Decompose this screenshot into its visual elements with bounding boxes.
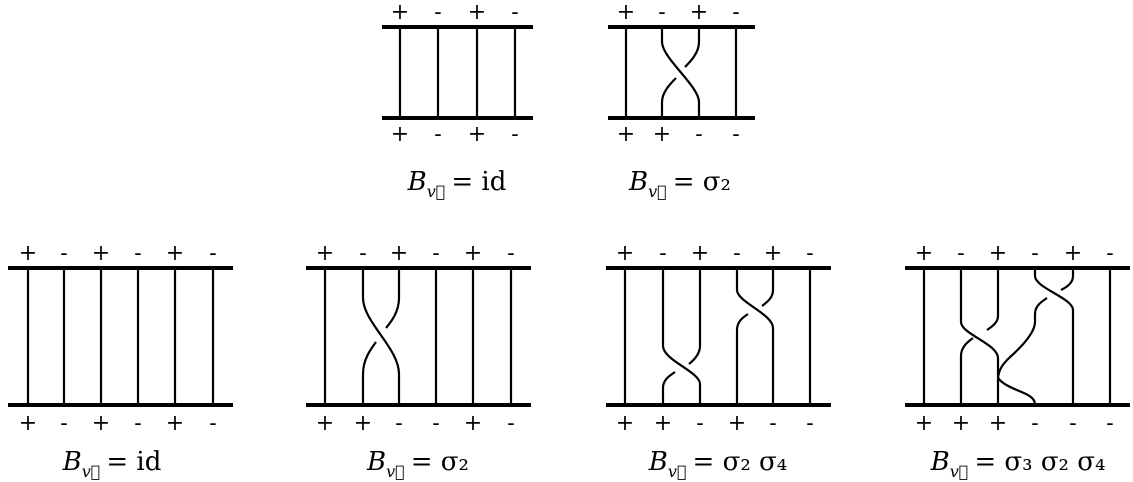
braid-strand-under — [1060, 268, 1075, 291]
braid-diagram-3: + - + - + - + - + - + - Bv⃗= id — [8, 241, 233, 481]
braid-strand-under — [959, 337, 974, 405]
bottom-sign: + — [654, 411, 672, 436]
top-sign: - — [806, 241, 813, 266]
top-sign: + — [92, 241, 110, 266]
top-sign: - — [507, 241, 514, 266]
braid-strand-over — [361, 268, 401, 405]
top-sign: - — [359, 241, 366, 266]
bottom-sign: + — [19, 411, 37, 436]
diagram-caption: Bv⃗= σ₂ — [366, 447, 469, 481]
bottom-sign: - — [432, 411, 439, 436]
braid-strand-over — [661, 268, 702, 405]
top-sign: + — [617, 0, 635, 25]
bottom-sign: - — [60, 411, 67, 436]
bottom-sign: - — [1106, 411, 1113, 436]
braid-strand-under — [684, 27, 701, 68]
top-sign: - — [434, 0, 441, 25]
top-sign: + — [166, 241, 184, 266]
top-sign: + — [316, 241, 334, 266]
bottom-sign: - — [1069, 411, 1076, 436]
diagram-caption: Bv⃗= σ₃ σ₂ σ₄ — [930, 447, 1106, 481]
top-sign: - — [60, 241, 67, 266]
braid-strand-over — [1033, 268, 1075, 405]
braid-strand-over — [959, 268, 1000, 378]
braid-strand-under — [986, 268, 1000, 331]
braid-strand-over — [996, 357, 1010, 405]
bottom-sign: - — [134, 411, 141, 436]
top-sign: + — [764, 241, 782, 266]
bottom-sign: + — [653, 122, 671, 147]
top-sign: + — [690, 0, 708, 25]
braid-strand-under — [735, 313, 749, 405]
top-sign: + — [616, 241, 634, 266]
braid-diagram-1: + - + - + - + - Bv⃗= id — [382, 0, 533, 201]
bottom-sign: + — [92, 411, 110, 436]
diagram-caption: Bv⃗= σ₂ — [628, 167, 731, 201]
bottom-sign: + — [468, 122, 486, 147]
top-sign: - — [733, 241, 740, 266]
bottom-sign: - — [1031, 411, 1038, 436]
top-sign: + — [468, 0, 486, 25]
bottom-sign: + — [617, 122, 635, 147]
top-sign: - — [658, 0, 665, 25]
top-sign: + — [19, 241, 37, 266]
bottom-sign: + — [464, 411, 482, 436]
top-sign: - — [957, 241, 964, 266]
braid-strand-under — [761, 268, 775, 307]
braid-strand-under — [361, 341, 377, 405]
braid-strand-under — [385, 268, 401, 329]
top-sign: - — [1031, 241, 1038, 266]
bottom-sign: + — [166, 411, 184, 436]
bottom-sign: + — [316, 411, 334, 436]
top-sign: + — [691, 241, 709, 266]
top-sign: - — [511, 0, 518, 25]
top-sign: - — [134, 241, 141, 266]
braid-diagram-5: + - + - + - + + - + - - Bv⃗= σ₂ σ₄ — [606, 241, 831, 481]
bottom-sign: + — [952, 411, 970, 436]
bottom-sign: - — [434, 122, 441, 147]
braid-strand-under — [1008, 297, 1048, 359]
top-sign: - — [209, 241, 216, 266]
top-sign: + — [915, 241, 933, 266]
braid-diagram-4: + - + - + - + + - - + - Bv⃗= σ₂ — [306, 241, 531, 481]
braid-strand-under — [688, 268, 702, 365]
top-sign: - — [432, 241, 439, 266]
braid-strand-over — [735, 268, 775, 405]
bottom-sign: - — [695, 122, 702, 147]
top-sign: - — [659, 241, 666, 266]
bottom-sign: + — [616, 411, 634, 436]
bottom-sign: - — [769, 411, 776, 436]
top-sign: - — [732, 0, 739, 25]
braid-strand-under — [997, 377, 1037, 406]
bottom-sign: + — [391, 122, 409, 147]
braid-strand-under — [661, 371, 676, 405]
bottom-sign: - — [507, 411, 514, 436]
top-sign: + — [989, 241, 1007, 266]
bottom-sign: + — [915, 411, 933, 436]
braid-diagram-6: + - + - + - + + + - - - Bv⃗= σ₃ σ₂ σ₄ — [905, 241, 1130, 481]
diagram-caption: Bv⃗= id — [407, 167, 507, 201]
top-sign: + — [390, 241, 408, 266]
diagram-caption: Bv⃗= id — [62, 447, 162, 481]
bottom-sign: - — [806, 411, 813, 436]
bottom-sign: - — [732, 122, 739, 147]
bottom-sign: + — [728, 411, 746, 436]
braid-diagram-2: + - + - + + - - Bv⃗= σ₂ — [608, 0, 755, 201]
top-sign: + — [1064, 241, 1082, 266]
bottom-sign: - — [511, 122, 518, 147]
braid-strand-over — [660, 27, 701, 118]
bottom-sign: - — [209, 411, 216, 436]
braid-strand-under — [660, 77, 677, 118]
top-sign: + — [391, 0, 409, 25]
bottom-sign: + — [354, 411, 372, 436]
diagram-caption: Bv⃗= σ₂ σ₄ — [648, 447, 787, 481]
top-sign: - — [1106, 241, 1113, 266]
bottom-sign: - — [696, 411, 703, 436]
bottom-sign: - — [395, 411, 402, 436]
top-sign: + — [464, 241, 482, 266]
bottom-sign: + — [989, 411, 1007, 436]
